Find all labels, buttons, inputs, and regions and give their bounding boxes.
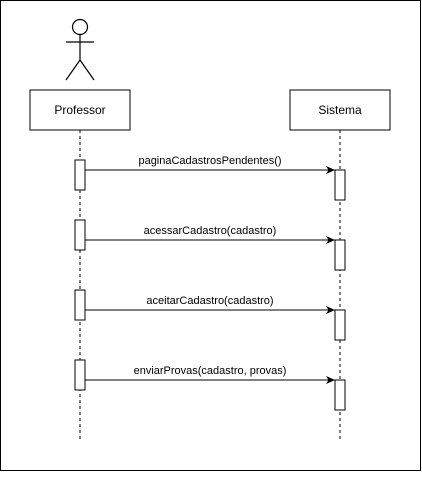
activation-bar-professor	[74, 359, 86, 391]
activation-bar-professor	[74, 219, 86, 251]
activation-bar-professor	[74, 159, 86, 191]
message-4[interactable]: enviarProvas(cadastro, provas)	[74, 359, 346, 411]
participant-label-sistema: Sistema	[318, 103, 362, 117]
participant-sistema[interactable]: Sistema	[289, 89, 391, 131]
message-label: paginaCadastrosPendentes()	[138, 155, 281, 167]
activation-bar-sistema	[334, 239, 346, 271]
message-3[interactable]: aceitarCadastro(cadastro)	[74, 289, 346, 341]
participant-box-sistema	[289, 89, 391, 131]
participant-professor[interactable]: Professor	[29, 89, 131, 131]
message-label: acessarCadastro(cadastro)	[144, 225, 277, 237]
activation-bar-professor	[74, 289, 86, 321]
activation-bar-sistema	[334, 309, 346, 341]
activation-bar-sistema	[334, 379, 346, 411]
activation-bar-sistema	[334, 169, 346, 201]
stick-figure-icon	[65, 18, 95, 81]
message-2[interactable]: acessarCadastro(cadastro)	[74, 219, 346, 271]
message-1[interactable]: paginaCadastrosPendentes()	[74, 155, 346, 201]
message-label: aceitarCadastro(cadastro)	[146, 295, 273, 307]
participant-label-professor: Professor	[54, 103, 105, 117]
message-label: enviarProvas(cadastro, provas)	[134, 365, 287, 377]
